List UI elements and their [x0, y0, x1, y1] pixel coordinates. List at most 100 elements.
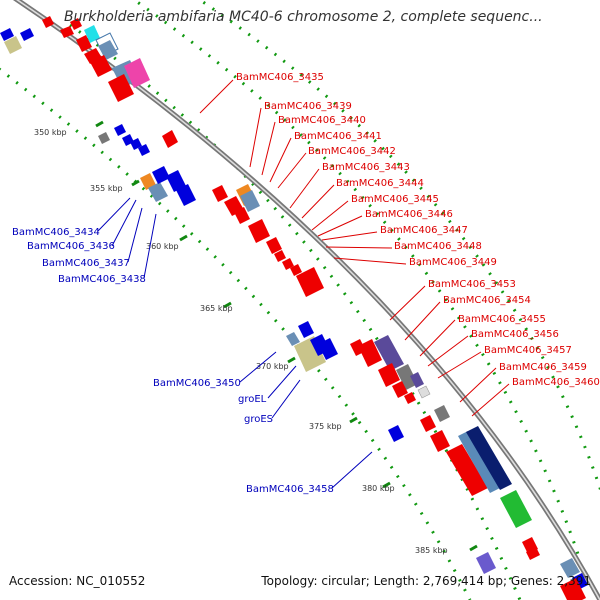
- gene-label[interactable]: BamMC406_3448: [394, 241, 482, 252]
- backbone-ticks: [95, 120, 478, 552]
- gene-label[interactable]: BamMC406_3444: [336, 178, 424, 189]
- gene-feature[interactable]: [4, 36, 22, 54]
- forward-gene-labels: BamMC406_3435 BamMC406_3439 BamMC406_344…: [236, 72, 600, 388]
- gene-label[interactable]: BamMC406_3441: [294, 131, 382, 142]
- gene-feature[interactable]: [248, 219, 270, 243]
- gene-label[interactable]: BamMC406_3454: [443, 295, 531, 306]
- gene-label[interactable]: BamMC406_3443: [322, 162, 410, 173]
- gene-label[interactable]: BamMC406_3457: [484, 345, 572, 356]
- gene-feature[interactable]: [560, 558, 580, 578]
- gene-label[interactable]: groEL: [238, 394, 267, 405]
- kbp-label: 355 kbp: [90, 184, 123, 193]
- gene-label[interactable]: groES: [244, 414, 273, 425]
- gene-feature[interactable]: [152, 166, 170, 184]
- gene-feature[interactable]: [434, 405, 450, 422]
- leader-line: [321, 231, 378, 241]
- gene-label[interactable]: BamMC406_3455: [458, 314, 546, 325]
- gene-feature[interactable]: [358, 339, 382, 367]
- gene-feature[interactable]: [476, 552, 496, 574]
- gene-label[interactable]: BamMC406_3436: [27, 241, 115, 252]
- gene-feature[interactable]: [420, 415, 436, 432]
- gene-feature[interactable]: [20, 28, 34, 41]
- gene-feature[interactable]: [98, 40, 118, 60]
- gene-label[interactable]: BamMC406_3445: [351, 194, 439, 205]
- gene-label[interactable]: BamMC406_3453: [428, 279, 516, 290]
- guide-track-outer-2: [197, 0, 600, 494]
- gene-feature[interactable]: [466, 426, 512, 490]
- gene-feature[interactable]: [42, 16, 54, 28]
- gene-feature[interactable]: [130, 138, 142, 150]
- gene-feature[interactable]: [108, 74, 134, 102]
- gene-feature[interactable]: [458, 431, 500, 493]
- gene-feature[interactable]: [500, 490, 532, 528]
- gene-feature[interactable]: [374, 335, 404, 371]
- tick-mark: [349, 416, 358, 424]
- gene-feature[interactable]: [114, 124, 126, 136]
- gene-features[interactable]: [0, 16, 588, 600]
- gene-feature[interactable]: [166, 170, 186, 192]
- gene-feature[interactable]: [240, 190, 260, 212]
- gene-feature[interactable]: [388, 425, 404, 442]
- gene-feature[interactable]: [70, 18, 82, 30]
- gene-feature[interactable]: [124, 58, 150, 88]
- forward-leader-lines: [199, 79, 510, 417]
- gene-feature[interactable]: [90, 55, 112, 77]
- gene-feature[interactable]: [84, 25, 100, 43]
- gene-label[interactable]: BamMC406_3459: [499, 362, 587, 373]
- gene-label[interactable]: BamMC406_3450: [153, 378, 241, 389]
- gene-feature[interactable]: [282, 258, 294, 270]
- gene-feature[interactable]: [286, 332, 300, 346]
- gene-label[interactable]: BamMC406_3435: [236, 72, 324, 83]
- leader-line: [404, 301, 441, 341]
- gene-feature[interactable]: [430, 430, 450, 452]
- gene-feature[interactable]: [410, 372, 424, 388]
- gene-feature[interactable]: [417, 385, 431, 399]
- leader-line: [143, 213, 157, 279]
- gene-label[interactable]: BamMC406_3446: [365, 209, 453, 220]
- gene-label[interactable]: BamMC406_3449: [409, 257, 497, 268]
- gene-feature[interactable]: [60, 26, 74, 38]
- tick-mark: [469, 544, 478, 552]
- gene-feature[interactable]: [234, 207, 250, 224]
- gene-feature[interactable]: [176, 184, 196, 206]
- gene-label[interactable]: BamMC406_3458: [246, 484, 334, 495]
- gene-feature[interactable]: [98, 132, 110, 144]
- gene-label[interactable]: BamMC406_3437: [42, 258, 130, 269]
- gene-feature[interactable]: [266, 237, 282, 254]
- tick-mark: [382, 481, 391, 489]
- gene-feature[interactable]: [76, 35, 92, 52]
- gene-feature[interactable]: [290, 264, 302, 276]
- gene-feature[interactable]: [274, 250, 286, 262]
- gene-label[interactable]: BamMC406_3456: [471, 329, 559, 340]
- gene-feature[interactable]: [396, 364, 418, 390]
- gene-feature[interactable]: [378, 363, 400, 387]
- leader-line: [427, 335, 469, 367]
- gene-feature[interactable]: [148, 182, 168, 202]
- gene-feature[interactable]: [526, 547, 540, 560]
- gene-feature[interactable]: [560, 578, 586, 600]
- gene-feature[interactable]: [404, 392, 416, 404]
- gene-label[interactable]: BamMC406_3434: [12, 227, 100, 238]
- kbp-labels: 350 kbp 355 kbp 360 kbp 365 kbp 370 kbp …: [34, 128, 448, 555]
- gene-label[interactable]: BamMC406_3440: [278, 115, 366, 126]
- gene-label[interactable]: BamMC406_3439: [264, 101, 352, 112]
- gene-feature[interactable]: [140, 173, 156, 190]
- gene-feature[interactable]: [162, 130, 178, 148]
- leader-line: [301, 184, 335, 219]
- gene-feature[interactable]: [296, 267, 324, 297]
- gene-feature[interactable]: [0, 28, 14, 41]
- gene-feature[interactable]: [298, 321, 314, 338]
- leader-line: [289, 168, 320, 209]
- gene-feature[interactable]: [138, 144, 150, 156]
- gene-feature[interactable]: [446, 444, 488, 496]
- gene-label[interactable]: BamMC406_3438: [58, 274, 146, 285]
- gene-feature[interactable]: [212, 185, 228, 202]
- leader-line: [199, 79, 234, 114]
- gene-feature[interactable]: [392, 381, 408, 398]
- gene-label[interactable]: BamMC406_3460: [512, 377, 600, 388]
- leader-line: [317, 215, 363, 237]
- gene-feature[interactable]: [318, 338, 338, 360]
- gene-label[interactable]: BamMC406_3447: [380, 225, 468, 236]
- gene-label[interactable]: BamMC406_3442: [308, 146, 396, 157]
